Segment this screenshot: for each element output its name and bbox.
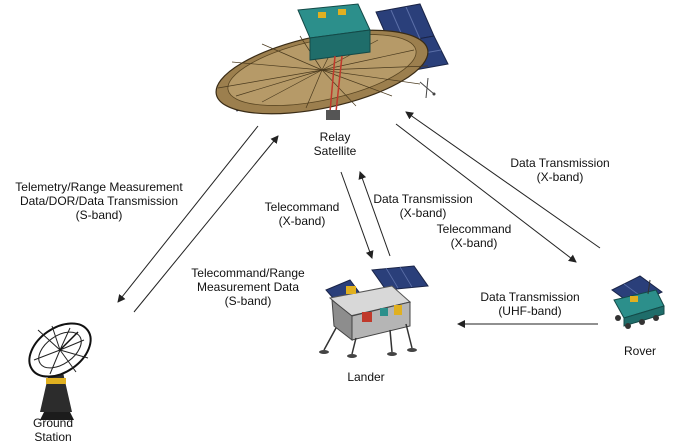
ground-station-illustration [28, 322, 92, 420]
arrow-satellite-to-ground [117, 125, 259, 303]
arrow-satellite-to-lander [340, 171, 374, 259]
rover-label: Rover [623, 344, 656, 358]
ground-telecommand-label: Telecommand/Range Measurement Data (S-ba… [191, 266, 305, 308]
arrow-satellite-to-rover [395, 123, 577, 263]
relay-satellite-label: Relay Satellite [313, 130, 357, 158]
lander-label: Lander [347, 370, 385, 384]
arrow-rover-to-satellite [405, 111, 601, 249]
sat-to-rover-label: Telecommand (X-band) [436, 222, 512, 250]
link-arrows [117, 111, 601, 328]
arrow-lander-to-satellite [358, 171, 391, 257]
lander-to-sat-label: Data Transmission (X-band) [373, 192, 473, 220]
ground-telemetry-label: Telemetry/Range Measurement Data/DOR/Dat… [15, 180, 183, 222]
rover-to-sat-label: Data Transmission (X-band) [510, 156, 610, 184]
relay-satellite-illustration [215, 3, 449, 120]
ground-station-label: Ground Station [32, 416, 74, 444]
rover-to-lander-label: Data Transmission (UHF-band) [480, 290, 580, 318]
sat-to-lander-label: Telecommand (X-band) [264, 200, 340, 228]
rover-illustration [611, 275, 665, 329]
lander-illustration [319, 265, 429, 358]
arrow-ground-to-satellite [133, 135, 279, 313]
